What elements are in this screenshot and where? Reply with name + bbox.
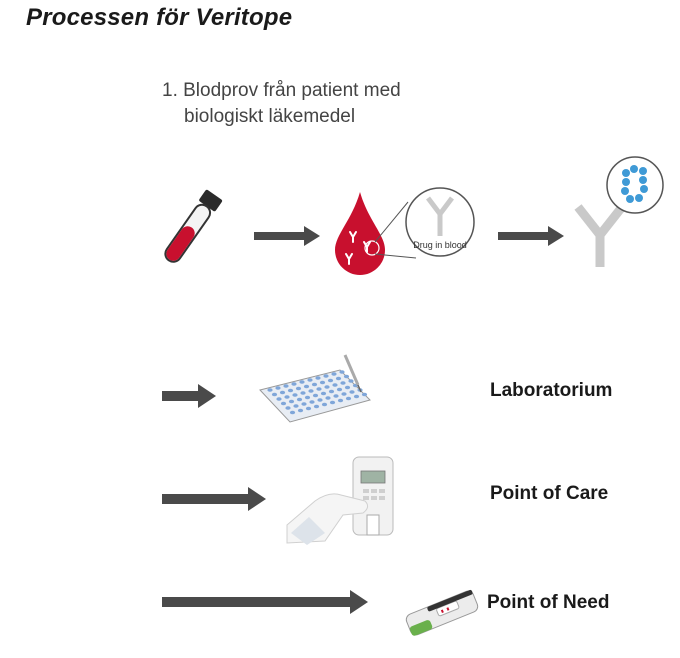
plate-well xyxy=(295,386,302,391)
plate-well xyxy=(327,378,334,383)
point-of-care-device-icon xyxy=(286,456,394,545)
option-laboratorium: Laboratorium xyxy=(490,380,613,401)
plate-well xyxy=(303,384,310,389)
plate-well xyxy=(284,395,290,399)
plate-well xyxy=(285,406,291,410)
plate-well xyxy=(267,388,273,392)
plate-well xyxy=(299,380,305,384)
plate-well xyxy=(361,392,368,397)
option-point-of-need: Point of Need xyxy=(487,592,610,613)
plate-well xyxy=(292,393,298,397)
plate-well xyxy=(344,385,351,390)
antibody-icon xyxy=(574,156,664,267)
flow-arrow-2 xyxy=(498,226,564,246)
plate-well xyxy=(271,392,278,397)
plate-well xyxy=(287,388,294,393)
plate-well xyxy=(307,378,313,382)
flow-arrow-lab xyxy=(162,384,216,408)
plate-well xyxy=(340,381,346,385)
plate-well xyxy=(315,376,321,380)
plate-well xyxy=(328,389,335,394)
plate-well xyxy=(335,376,342,381)
plate-well xyxy=(288,399,295,404)
test-strip-icon xyxy=(405,589,479,636)
plate-well xyxy=(275,386,281,390)
plate-well xyxy=(341,392,347,396)
plate-well xyxy=(349,390,355,394)
plate-well xyxy=(280,401,287,406)
plate-well xyxy=(316,387,322,391)
plate-well xyxy=(283,384,289,388)
step-1-line-2: biologiskt läkemedel xyxy=(184,106,356,127)
blood-drop-icon: Drug in blood xyxy=(335,187,475,275)
flow-arrow-pon xyxy=(162,590,368,614)
plate-well xyxy=(324,385,330,389)
plate-well xyxy=(337,398,344,403)
plate-well xyxy=(331,372,337,376)
plate-well xyxy=(296,397,303,402)
plate-well xyxy=(345,396,352,401)
flow-arrow-poc xyxy=(162,487,266,511)
plate-well xyxy=(348,379,354,383)
plate-well xyxy=(276,397,282,401)
plate-well xyxy=(332,383,338,387)
plate-well xyxy=(308,389,314,393)
plate-well xyxy=(317,398,323,402)
plate-well xyxy=(305,406,312,411)
flow-arrow-1 xyxy=(254,226,320,246)
plate-well xyxy=(300,391,306,395)
plate-well xyxy=(311,382,318,387)
plate-well xyxy=(289,410,296,415)
plate-well xyxy=(301,402,307,406)
plate-well xyxy=(297,408,304,413)
plate-well xyxy=(293,404,299,408)
plate-well xyxy=(336,387,343,392)
plate-well xyxy=(309,400,315,404)
plate-well xyxy=(291,382,297,386)
plate-well xyxy=(343,374,350,379)
plate-well xyxy=(321,402,328,407)
step-1-line-1: 1. Blodprov från patient med xyxy=(162,80,401,101)
blood-tube-icon xyxy=(164,189,223,263)
page-title: Processen för Veritope xyxy=(26,4,293,31)
plate-well xyxy=(329,400,336,405)
plate-well xyxy=(323,374,329,378)
plate-well xyxy=(325,396,331,400)
plate-well xyxy=(333,394,339,398)
option-point-of-care: Point of Care xyxy=(490,483,609,504)
plate-well xyxy=(319,380,326,385)
plate-well xyxy=(279,390,286,395)
plate-well xyxy=(312,393,319,398)
plate-well xyxy=(304,395,311,400)
plate-well xyxy=(313,404,320,409)
plate-well xyxy=(353,394,360,399)
zoom-label: Drug in blood xyxy=(413,240,467,250)
plate-well xyxy=(339,370,345,374)
step-1-caption: 1. Blodprov från patient med biologiskt … xyxy=(162,78,401,130)
well-plate-icon xyxy=(259,354,371,423)
plate-well xyxy=(320,391,327,396)
